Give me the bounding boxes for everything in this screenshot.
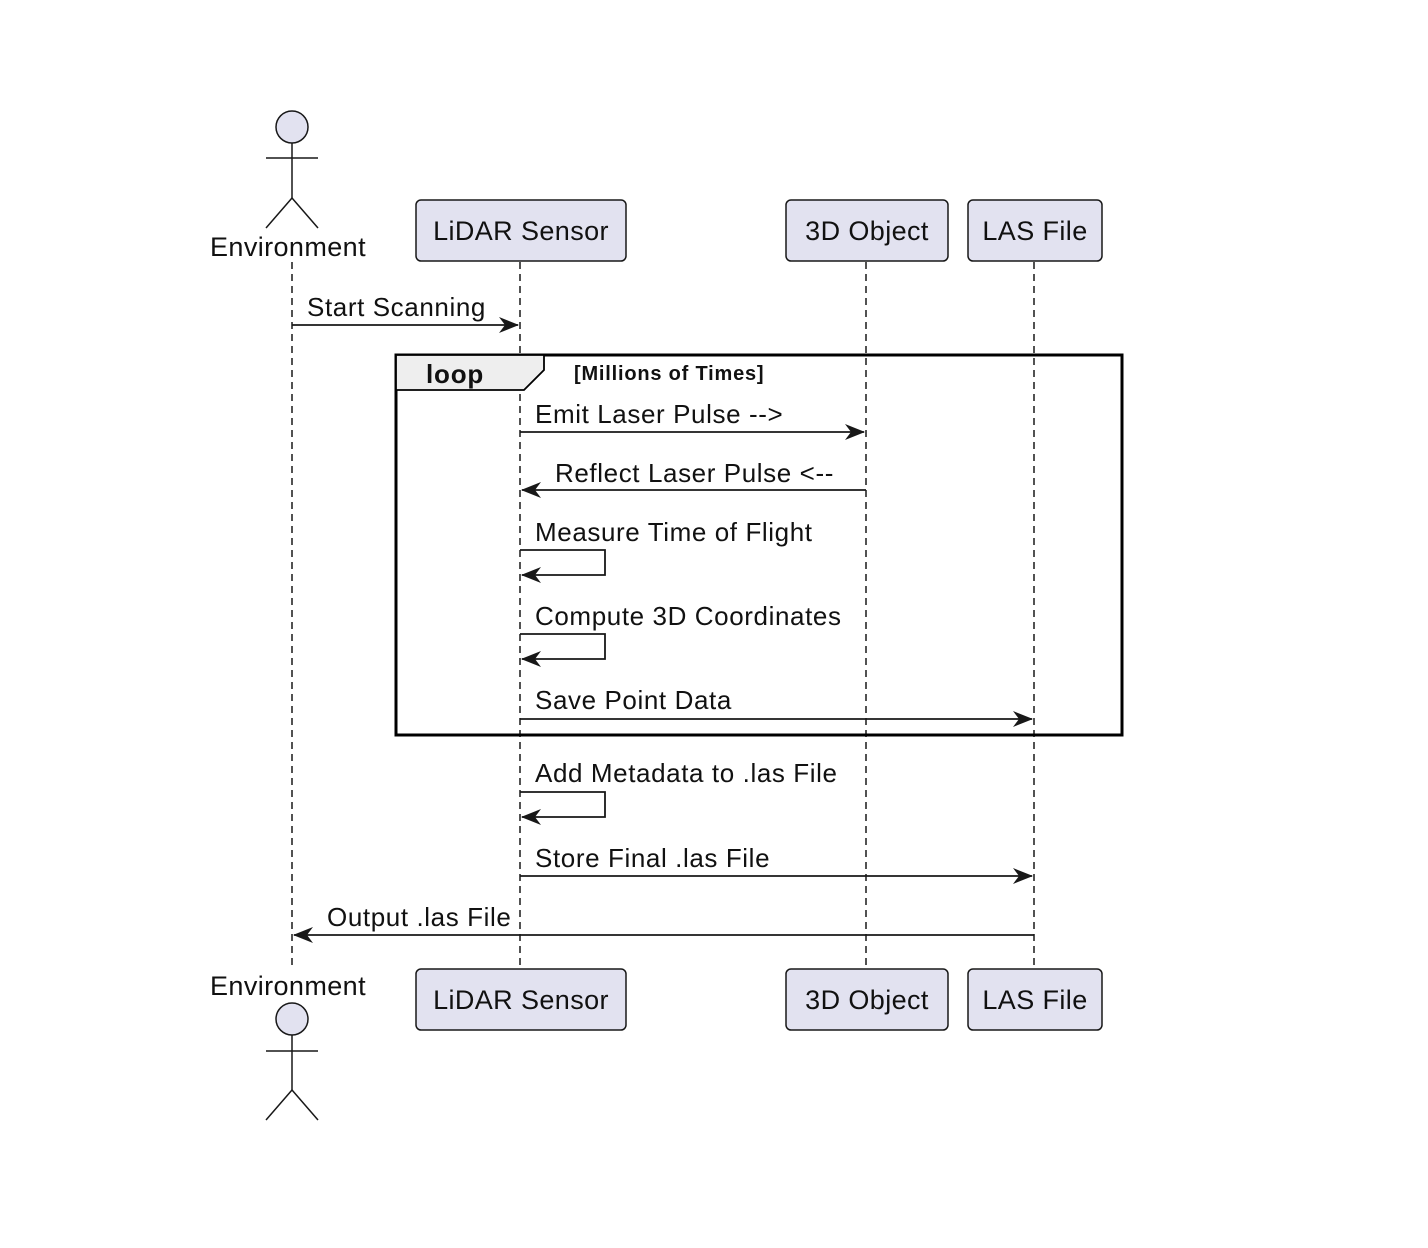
- message-label: Start Scanning: [307, 292, 486, 322]
- participant-label: LAS File: [982, 216, 1087, 246]
- actor-head-icon: [275, 1002, 309, 1036]
- message-label: Reflect Laser Pulse <--: [555, 458, 834, 488]
- message-measure-time-of-flight: Measure Time of Flight: [520, 517, 813, 583]
- loop-fragment: loop [Millions of Times]: [394, 353, 1124, 737]
- message-output-las-file: Output .las File: [293, 902, 1034, 943]
- participant-label: LiDAR Sensor: [433, 985, 609, 1015]
- actor-environment-bottom: Environment: [210, 971, 366, 1121]
- message-label: Add Metadata to .las File: [535, 758, 838, 788]
- participant-lidar-sensor-top: LiDAR Sensor: [415, 199, 627, 262]
- participant-label: LiDAR Sensor: [433, 216, 609, 246]
- participant-3d-object-top: 3D Object: [785, 199, 949, 262]
- message-label: Save Point Data: [535, 685, 732, 715]
- participant-3d-object-bottom: 3D Object: [785, 968, 949, 1031]
- message-reflect-laser-pulse: Reflect Laser Pulse <--: [521, 458, 866, 498]
- message-store-final-las-file: Store Final .las File: [520, 843, 1033, 884]
- loop-label: loop: [426, 359, 484, 389]
- loop-guard: [Millions of Times]: [574, 363, 764, 385]
- message-start-scanning: Start Scanning: [292, 292, 519, 333]
- participant-label: 3D Object: [805, 985, 929, 1015]
- message-add-metadata: Add Metadata to .las File: [520, 758, 838, 825]
- participant-lidar-sensor-bottom: LiDAR Sensor: [415, 968, 627, 1031]
- actor-environment-top: Environment: [210, 110, 366, 262]
- participant-label: Environment: [210, 971, 366, 1001]
- message-label: Store Final .las File: [535, 843, 770, 873]
- message-label: Output .las File: [327, 902, 511, 932]
- message-label: Emit Laser Pulse -->: [535, 399, 783, 429]
- participant-las-file-bottom: LAS File: [967, 968, 1103, 1031]
- message-compute-3d-coordinates: Compute 3D Coordinates: [520, 601, 842, 667]
- actor-head-icon: [275, 110, 309, 144]
- message-emit-laser-pulse: Emit Laser Pulse -->: [520, 399, 865, 440]
- message-label: Compute 3D Coordinates: [535, 601, 842, 631]
- participant-label: LAS File: [982, 985, 1087, 1015]
- message-label: Measure Time of Flight: [535, 517, 813, 547]
- message-save-point-data: Save Point Data: [520, 685, 1033, 727]
- participant-label: Environment: [210, 232, 366, 262]
- participant-las-file-top: LAS File: [967, 199, 1103, 262]
- participant-label: 3D Object: [805, 216, 929, 246]
